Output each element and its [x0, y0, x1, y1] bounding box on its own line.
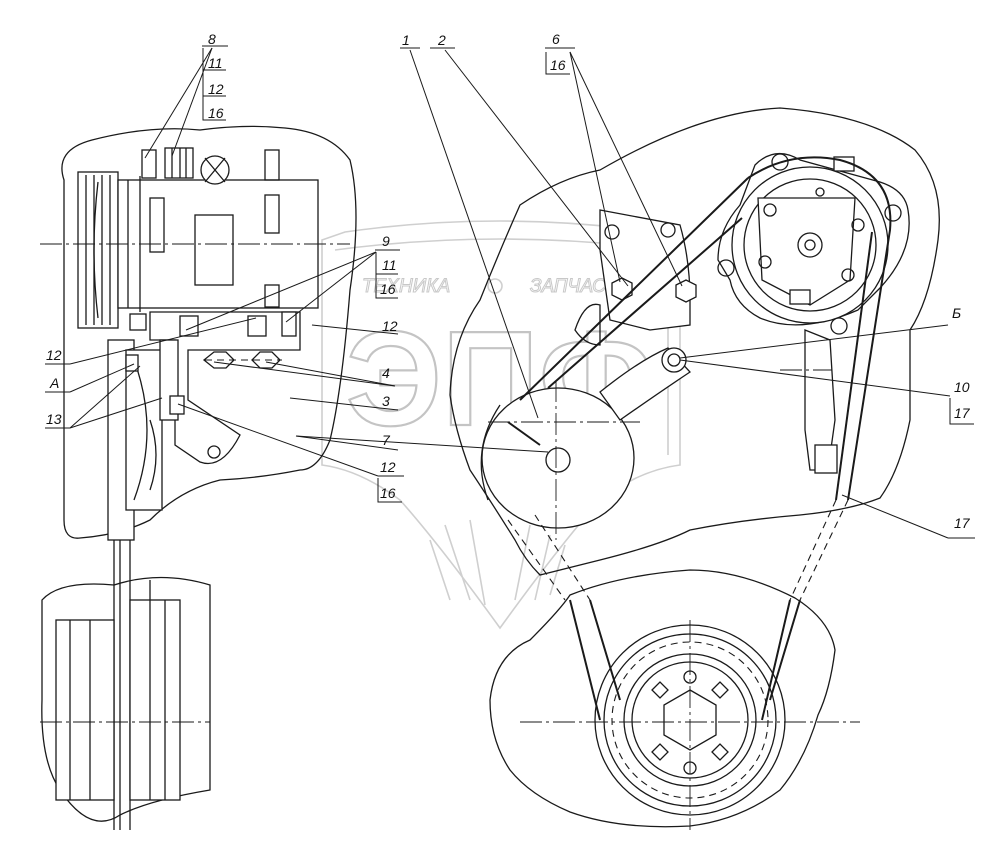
fitting-center	[164, 147, 194, 179]
compressor-pulley	[77, 171, 119, 329]
callouts: 8 11 12 16 1 2 6 16 9 11 16 12 12 А 13 4…	[46, 31, 971, 531]
callout-6-sub-16: 16	[550, 57, 566, 73]
left-break-outline	[61, 125, 357, 539]
callout-9-sub-11: 11	[382, 257, 397, 273]
callout-12-left: 12	[46, 347, 62, 363]
callout-9: 9	[382, 233, 390, 249]
callout-17: 17	[954, 515, 971, 531]
callout-12-bottom-sub-16: 16	[380, 485, 396, 501]
engine-break-outline	[449, 107, 940, 576]
belt-lower-dashed	[507, 499, 849, 601]
callout-view-a: А	[49, 375, 59, 391]
callout-4: 4	[382, 365, 390, 381]
callout-13: 13	[46, 411, 62, 427]
lower-left-break-outline	[41, 576, 211, 822]
crank-break-outline	[489, 569, 836, 828]
callout-view-b: Б	[952, 305, 961, 321]
callout-12-top: 12	[382, 318, 398, 334]
watermark-left-text: ТЕХНИКА	[362, 276, 450, 297]
callout-12-bottom: 12	[380, 459, 396, 475]
callout-6: 6	[552, 31, 560, 47]
pulley-section	[55, 619, 115, 801]
callout-2: 2	[437, 32, 446, 48]
callout-1: 1	[402, 32, 410, 48]
mounting-bracket	[149, 311, 301, 464]
idler-bolt	[661, 347, 687, 373]
callout-8-sub-16: 16	[208, 105, 224, 121]
leader-lines	[45, 45, 975, 539]
drive-pulley-hub	[545, 447, 571, 473]
callout-3: 3	[382, 393, 390, 409]
callout-7: 7	[382, 432, 391, 448]
callout-9-sub-16: 16	[380, 281, 396, 297]
left-view	[40, 125, 357, 830]
callout-8-sub-11: 11	[208, 55, 223, 71]
callout-10-sub-17: 17	[954, 405, 971, 421]
right-view	[449, 107, 940, 830]
callout-8: 8	[208, 31, 216, 47]
tensioner-plate	[125, 349, 163, 511]
belt-upper	[507, 177, 749, 446]
lower-left-view	[40, 576, 211, 822]
callout-8-sub-12: 12	[208, 81, 224, 97]
fitting-left	[141, 149, 157, 179]
callout-10: 10	[954, 379, 970, 395]
